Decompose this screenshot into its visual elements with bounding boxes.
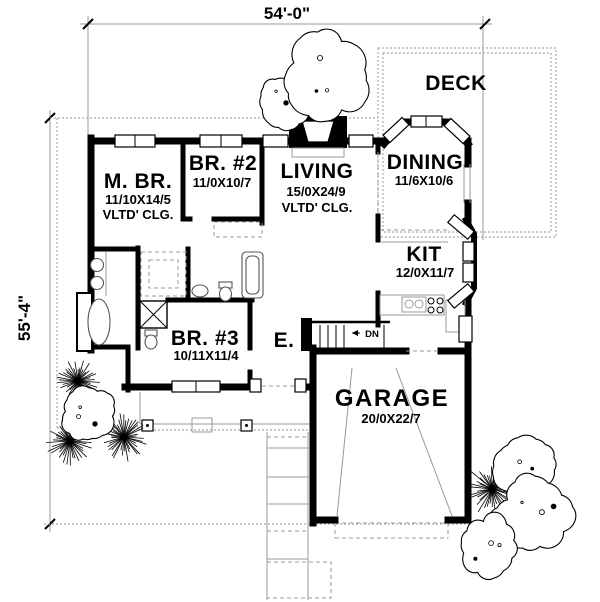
sink-icon xyxy=(89,257,105,273)
dimension-left: 55'-4" xyxy=(15,110,556,532)
kitchen-size: 12/0X11/7 xyxy=(396,265,455,280)
interior-walls xyxy=(88,138,441,390)
kitchen-fixtures xyxy=(379,164,471,333)
dining-size: 11/6X10/6 xyxy=(395,173,454,188)
stairs-label: DN xyxy=(365,329,379,340)
master-bedroom-note: VLTD' CLG. xyxy=(103,207,174,222)
deck-label: DECK xyxy=(425,72,487,95)
fixtures xyxy=(87,221,264,350)
walkin-closet xyxy=(140,251,187,297)
stairs: DN xyxy=(301,318,390,351)
bedroom3-label: BR. #3 xyxy=(171,327,239,350)
room-labels: DECK M. BR. 11/10X14/5 VLTD' CLG. BR. #2… xyxy=(103,72,487,426)
bedroom2-size: 11/0X10/7 xyxy=(193,175,252,190)
sink-icon xyxy=(401,296,427,313)
bathtub-icon xyxy=(87,298,111,346)
kitchen-label: KIT xyxy=(406,243,441,266)
master-bedroom-size: 11/10X14/5 xyxy=(105,192,171,207)
tree-icon xyxy=(283,28,370,123)
living-label: LIVING xyxy=(280,160,353,183)
fireplace-icon xyxy=(289,116,347,158)
stairs-down-arrow-icon xyxy=(352,330,358,336)
sink-icon xyxy=(89,275,105,291)
living-note: VLTD' CLG. xyxy=(282,200,353,215)
bedroom2-label: BR. #2 xyxy=(189,152,257,175)
kitchen-counter xyxy=(379,294,445,316)
stove-icon xyxy=(427,297,444,314)
front-door-jamb xyxy=(249,378,262,393)
living-size: 15/0X24/9 xyxy=(286,184,345,199)
garage-label: GARAGE xyxy=(335,385,449,412)
entry-label: E. xyxy=(274,329,295,352)
front-walkway xyxy=(266,432,332,600)
windows xyxy=(114,115,476,393)
porch xyxy=(138,392,311,433)
tree-icon xyxy=(61,385,116,441)
front-door-jamb xyxy=(294,378,307,393)
sink-icon xyxy=(191,284,209,298)
garage-size: 20/0X22/7 xyxy=(361,411,420,426)
master-bedroom-label: M. BR. xyxy=(104,170,172,193)
landscaping xyxy=(46,28,577,580)
height-dimension-label: 55'-4" xyxy=(15,295,34,341)
bush-icon xyxy=(103,413,147,462)
bedroom3-size: 10/11X11/4 xyxy=(173,348,239,363)
driveway xyxy=(334,367,453,539)
width-dimension-label: 54'-0" xyxy=(264,4,310,23)
tree-icon xyxy=(460,511,518,580)
bedroom2-closet xyxy=(213,221,263,238)
dining-label: DINING xyxy=(387,151,464,174)
walkway-landing xyxy=(267,561,332,599)
porch-step xyxy=(191,417,213,433)
